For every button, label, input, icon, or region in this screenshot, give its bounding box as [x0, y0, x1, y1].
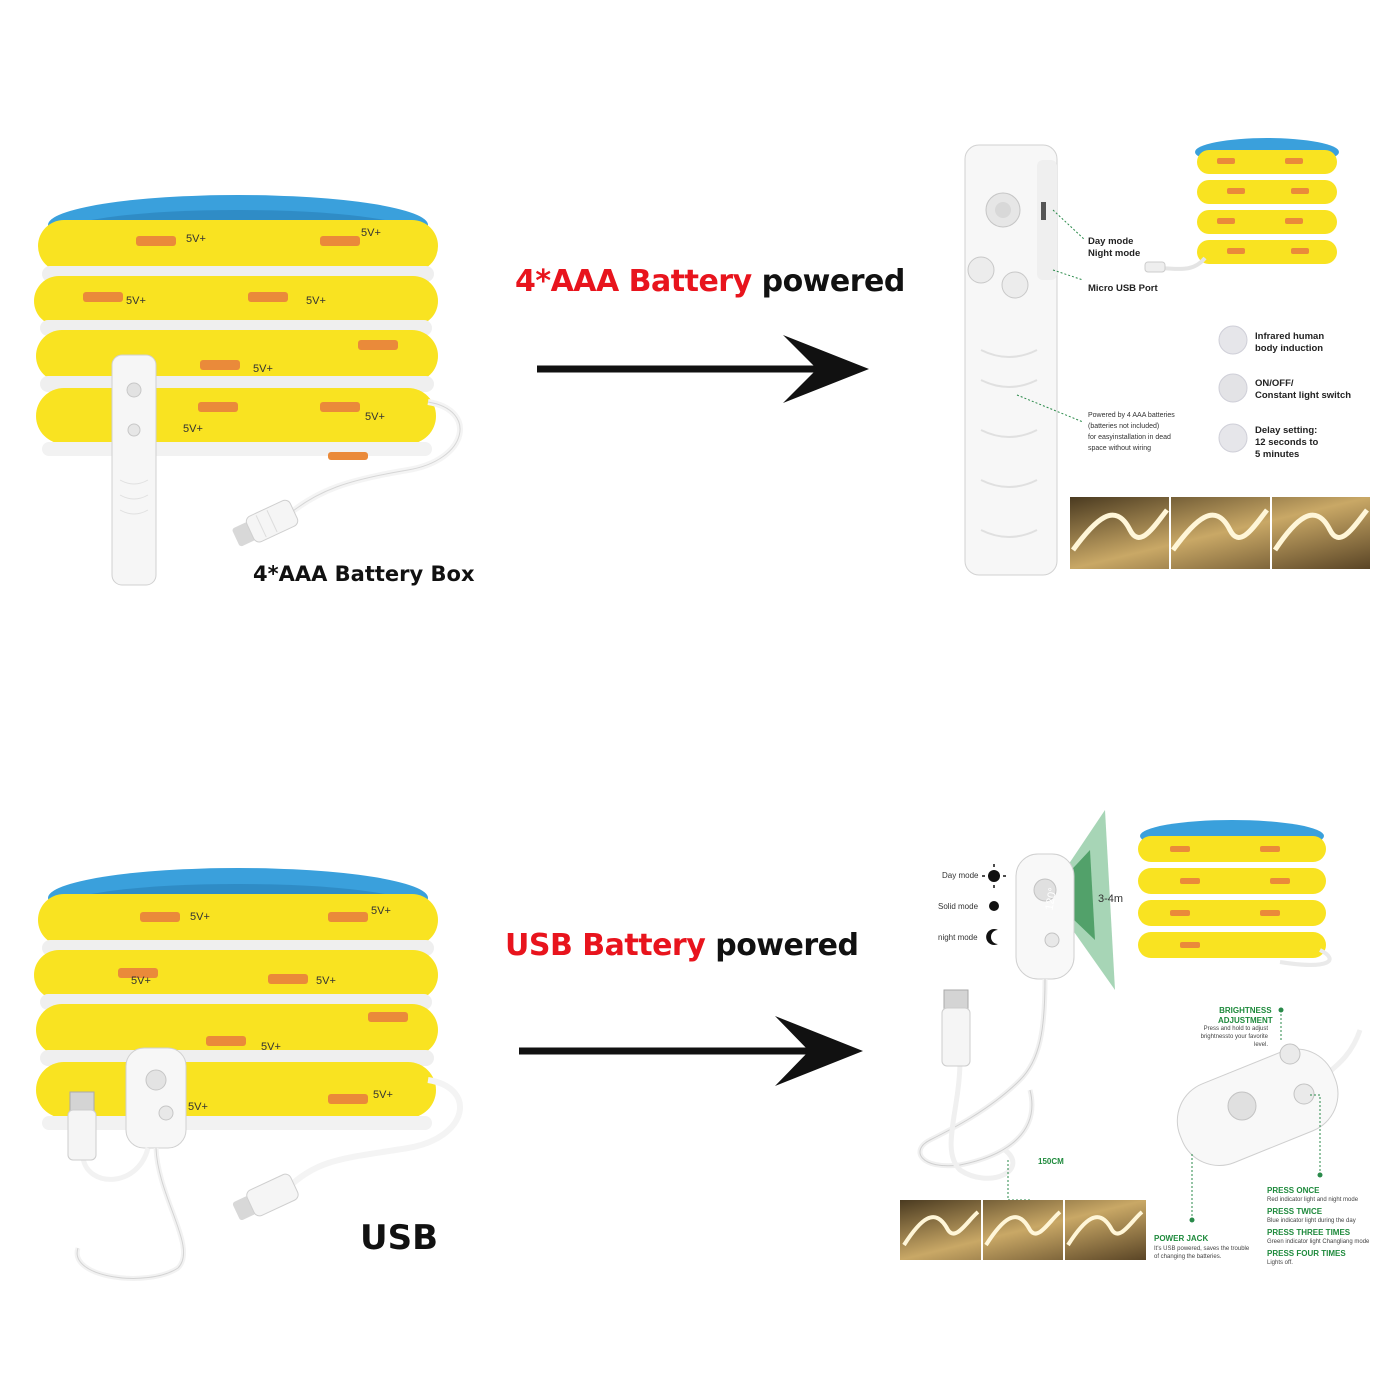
strip-label: 5V+	[373, 1089, 393, 1101]
press-four-note: Lights off.	[1267, 1260, 1293, 1266]
press-once-note: Red indicator light and night mode	[1267, 1197, 1359, 1203]
press-once-title: PRESS ONCE	[1267, 1186, 1320, 1195]
headline-red-text: 4*AAA Battery	[515, 264, 752, 299]
strip-label: 5V+	[371, 905, 391, 917]
night-mode-label: Night mode	[1088, 248, 1141, 259]
headline-black-text: powered	[705, 928, 859, 963]
strip-label: 5V+	[186, 233, 206, 245]
strip-label: 5V+	[261, 1041, 281, 1053]
reel-image-usb: 5V+ 5V+ 5V+ 5V+ 5V+ 5V+ 5V+	[28, 858, 478, 1298]
strip-label: 5V+	[183, 423, 203, 435]
headline-black-text: powered	[751, 264, 906, 299]
strip-label: 5V+	[131, 975, 151, 987]
battery-headline: 4*AAA Battery powered	[515, 264, 905, 299]
usb-headline: USB Battery powered	[505, 928, 859, 963]
arrow-right-icon	[517, 1014, 867, 1088]
power-jack-title: POWER JACK	[1154, 1234, 1209, 1243]
usb-caption: USB	[360, 1218, 439, 1258]
day-mode-label: Day mode	[1088, 236, 1134, 247]
press-three-note: Green indicator light Changliang mode	[1267, 1239, 1370, 1245]
headline-red-text: USB Battery	[505, 928, 706, 963]
day-mode-label: Day mode	[942, 871, 979, 880]
reel-image-battery: 5V+ 5V+ 5V+ 5V+ 5V+ 5V+ 5V+	[28, 180, 478, 600]
strip-label: 5V+	[188, 1101, 208, 1113]
usb-controller-detail-image	[900, 810, 1370, 1270]
strip-label: 5V+	[190, 911, 210, 923]
strip-label: 5V+	[316, 975, 336, 987]
strip-label: 5V+	[365, 411, 385, 423]
micro-usb-label: Micro USB Port	[1088, 283, 1158, 294]
strip-label: 5V+	[253, 363, 273, 375]
strip-label: 5V+	[306, 295, 326, 307]
solid-mode-label: Solid mode	[938, 902, 979, 911]
cable-length-label: 150CM	[1038, 1157, 1064, 1166]
press-instructions: PRESS ONCE Red indicator light and night…	[1267, 1186, 1369, 1267]
strip-label: 5V+	[361, 227, 381, 239]
arrow-right-icon	[535, 333, 875, 405]
night-mode-label: night mode	[938, 933, 978, 942]
strip-label: 5V+	[126, 295, 146, 307]
press-twice-note: Blue indicator light during the day	[1267, 1218, 1356, 1224]
press-four-title: PRESS FOUR TIMES	[1267, 1249, 1346, 1258]
press-twice-title: PRESS TWICE	[1267, 1207, 1323, 1216]
powered-note: Powered by 4 AAA batteries(batteries not…	[1088, 412, 1175, 452]
distance-label: 3-4m	[1098, 893, 1124, 905]
onoff-label: ON/OFF/Constant light switch	[1255, 378, 1352, 401]
battery-box-detail-image	[955, 130, 1375, 590]
press-three-title: PRESS THREE TIMES	[1267, 1228, 1351, 1237]
battery-box-caption: 4*AAA Battery Box	[253, 562, 475, 586]
